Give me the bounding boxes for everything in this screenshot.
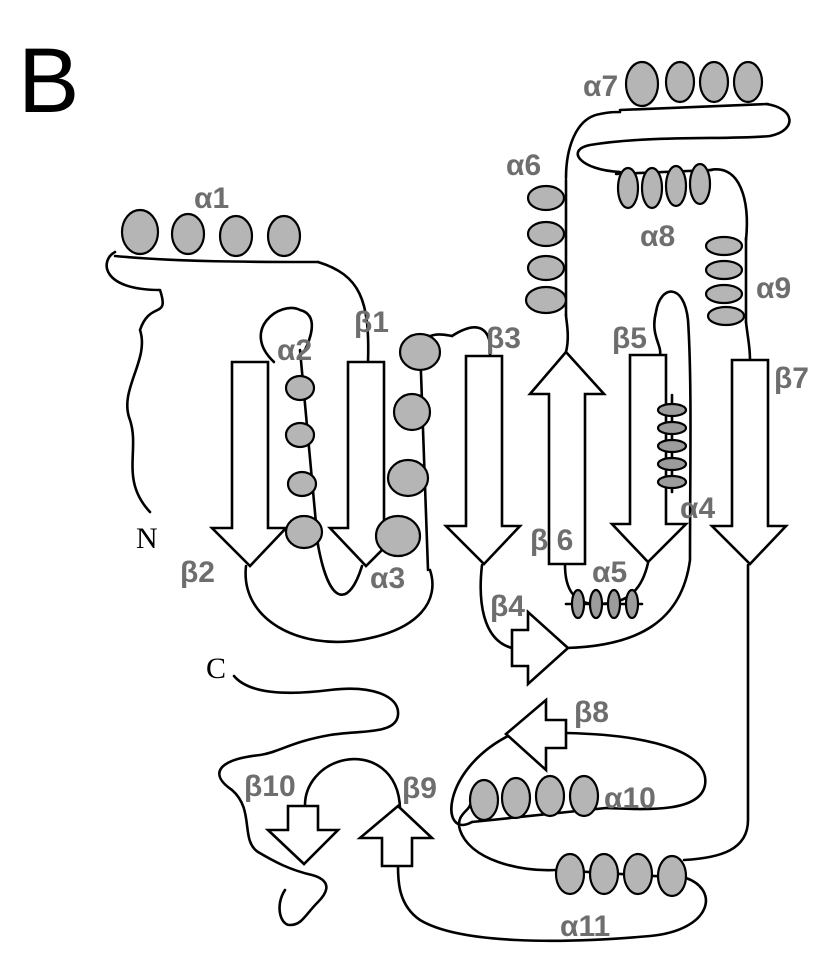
helix-label-alpha1: α1: [194, 182, 229, 215]
strand-beta8: [504, 697, 568, 773]
loop-alpha11-bottom: [396, 864, 708, 943]
loop-c-terminal: [218, 674, 400, 927]
helix-label-alpha7: α7: [583, 70, 618, 103]
helix-alpha1: [113, 208, 320, 264]
loop-beta6-alpha6: [564, 313, 570, 354]
loop-alpha3-beta3: [450, 326, 492, 357]
loops: [105, 102, 791, 943]
strand-beta10: [264, 804, 342, 866]
helix-label-alpha3: α3: [370, 562, 405, 595]
helix-label-alpha8: α8: [640, 220, 675, 253]
helix-label-alpha9: α9: [756, 272, 791, 305]
loop-alpha1-beta1: [316, 260, 370, 364]
strand-beta6: [527, 350, 607, 566]
panel-letter: B: [18, 30, 79, 132]
loop-beta9-beta10: [303, 757, 402, 812]
helix-alpha6: [524, 178, 568, 317]
strand-beta4: [510, 609, 570, 687]
helix-alpha4: [656, 393, 688, 494]
helices: [113, 60, 770, 898]
loop-alpha7-alpha8: [576, 102, 791, 174]
helix-label-alpha4: α4: [680, 492, 715, 525]
helix-alpha3: [374, 332, 454, 572]
n-terminus-label: N: [136, 522, 158, 555]
loop-beta8-alpha10: [564, 731, 707, 811]
loop-n-alpha1: [105, 250, 165, 514]
strand-beta3: [442, 354, 524, 566]
helix-alpha10: [468, 774, 608, 824]
loop-beta4-alpha4: [564, 290, 692, 650]
strand-label-beta6: β 6: [530, 524, 573, 557]
helix-alpha5: [564, 588, 644, 620]
strand-label-beta5: β5: [612, 322, 647, 355]
strand-label-beta9: β9: [402, 772, 437, 805]
loop-alpha10-beta8: [450, 733, 512, 826]
helix-label-alpha5: α5: [592, 556, 627, 589]
strand-label-beta8: β8: [574, 696, 609, 729]
strand-beta2: [208, 360, 290, 568]
helix-alpha9: [704, 235, 748, 327]
loop-beta2-alpha3: [244, 564, 434, 644]
loop-beta3-beta4: [479, 563, 514, 650]
helix-label-alpha6: α6: [506, 149, 541, 182]
helix-alpha2: [284, 348, 324, 550]
strand-label-beta2: β2: [180, 556, 215, 589]
loop-alpha9-beta7: [744, 320, 752, 362]
helix-label-alpha2: α2: [277, 334, 312, 367]
strand-beta5: [608, 353, 690, 564]
strand-label-beta1: β1: [354, 306, 389, 339]
helix-alpha7: [618, 60, 770, 112]
loop-beta2-top: [259, 306, 314, 364]
strand-label-beta7: β7: [774, 362, 809, 395]
strand-label-beta4: β4: [490, 590, 525, 623]
loop-alpha2-alpha3: [316, 543, 364, 596]
strand-beta7: [708, 358, 790, 566]
strand-beta9: [356, 804, 436, 868]
helix-alpha11: [554, 852, 688, 898]
loop-alpha11-beta9: [457, 803, 558, 872]
c-terminus-label: C: [206, 652, 226, 685]
loop-alpha6-alpha7: [564, 110, 622, 180]
strand-label-beta10: β10: [244, 770, 296, 803]
helix-label-alpha11: α11: [560, 910, 610, 943]
helix-label-alpha10: α10: [604, 782, 656, 815]
strand-label-beta3: β3: [486, 322, 521, 355]
helix-alpha8: [614, 162, 714, 210]
loop-beta7-alpha11: [682, 563, 750, 862]
loop-alpha8-alpha9: [708, 168, 749, 242]
